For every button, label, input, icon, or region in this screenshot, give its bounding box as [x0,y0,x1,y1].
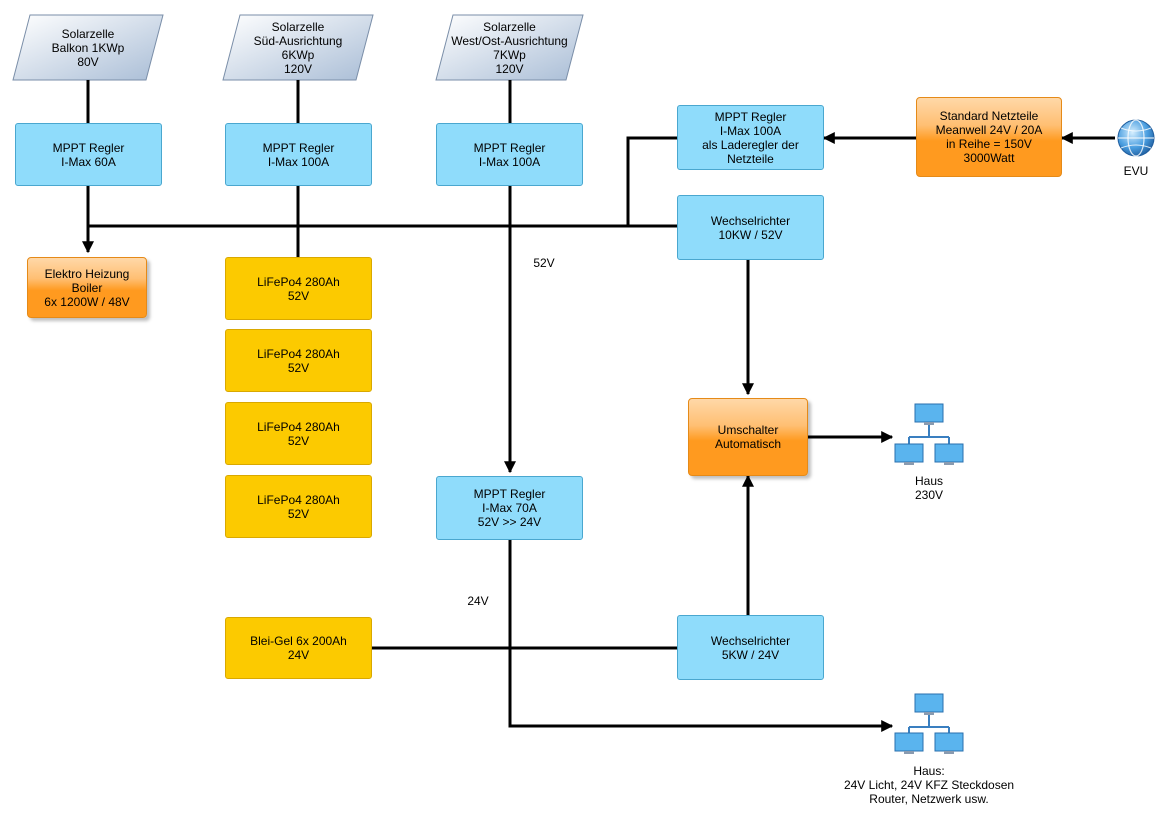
globe-icon [1117,119,1155,157]
wire-lader-bus [626,136,677,226]
lifepo4-battery-2: LiFePo4 280Ah 52V [225,329,372,392]
solar-panel-westost-shape [435,14,584,81]
lifepo4-battery-3: LiFePo4 280Ah 52V [225,402,372,465]
haus-24v-label: Haus: 24V Licht, 24V KFZ Steckdosen Rout… [843,764,1015,806]
lifepo4-battery-1: LiFePo4 280Ah 52V [225,257,372,320]
network-icon-haus-24v [894,693,964,754]
voltage-label-24v: 24V [467,594,489,608]
wechselrichter-5kw: Wechselrichter 5KW / 24V [677,615,824,680]
standard-netzteile: Standard Netzteile Meanwell 24V / 20A in… [916,97,1062,177]
mppt-regler-dcdc: MPPT Regler I-Max 70A 52V >> 24V [436,476,583,540]
lifepo4-battery-4: LiFePo4 280Ah 52V [225,475,372,538]
solar-panel-sued: Solarzelle Süd-Ausrichtung 6KWp 120V [253,19,343,76]
wire-dcdc-haus24 [508,540,894,732]
voltage-label-52v: 52V [533,256,555,270]
solar-panel-balkon: Solarzelle Balkon 1KWp 80V [51,26,125,69]
solar-panel-balkon-shape [12,14,164,81]
mppt-regler-sued: MPPT Regler I-Max 100A [225,123,372,186]
network-icon-haus-230 [894,403,964,465]
wechselrichter-10kw: Wechselrichter 10KW / 52V [677,195,824,260]
blei-gel-battery: Blei-Gel 6x 200Ah 24V [225,617,372,679]
solar-panel-westost: Solarzelle West/Ost-Ausrichtung 7KWp 120… [451,19,568,76]
haus-230v-label: Haus 230V [914,474,944,502]
elektro-heizung-boiler: Elektro Heizung Boiler 6x 1200W / 48V [27,257,147,318]
mppt-regler-lader: MPPT Regler I-Max 100A als Laderegler de… [677,105,824,170]
umschalter-automatisch: Umschalter Automatisch [688,398,808,476]
mppt-regler-westost: MPPT Regler I-Max 100A [436,123,583,186]
solar-panel-sued-shape [222,14,374,81]
mppt-regler-balkon: MPPT Regler I-Max 60A [15,123,162,186]
evu-label: EVU [1123,164,1149,178]
